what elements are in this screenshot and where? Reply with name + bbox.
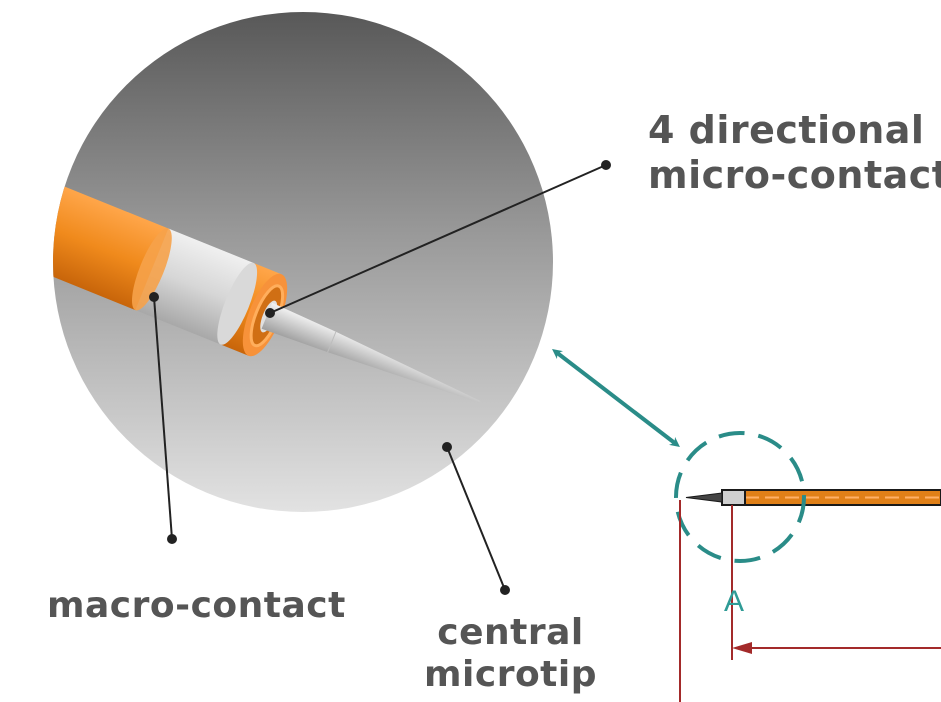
macro-contact-edge [131,228,172,311]
leader-macro [153,296,173,540]
electrode-3d-view [53,161,481,403]
label-central-microtip: central microtip [424,612,597,697]
leader-dot-central-end [500,585,510,595]
drawing-macro-contact [721,489,746,506]
dimension-arrowhead [732,642,752,654]
leader-dot-macro-end [167,534,177,544]
label-directional-line1: 4 directional [648,108,925,152]
detail-label-a: A [724,585,745,618]
technical-drawing [674,431,941,702]
label-directional-line2: micro-contacts [648,152,941,197]
leader-dot-central-start [442,442,452,452]
label-macro-text: macro-contact [47,585,346,626]
leader-dot-directional-start [265,308,275,318]
leader-directional [269,164,607,314]
label-directional-micro-contacts: 4 directional micro-contacts [648,108,941,198]
drawing-microtip [685,492,723,503]
label-central-line2: microtip [424,654,597,696]
magnified-view-circle [53,12,553,512]
central-microtip [261,302,481,403]
detail-circle [674,431,806,563]
label-macro-contact: macro-contact [47,585,346,627]
leader-central [446,446,506,591]
macro-contact-edge-near [217,262,258,345]
label-central-line1: central [437,612,584,653]
leader-dot-macro-start [149,292,159,302]
orange-insulation-far [53,161,169,311]
zoom-double-arrow [552,348,680,448]
microtip-seam [327,331,337,353]
leader-lines [149,160,611,595]
leader-dot-directional-end [601,160,611,170]
